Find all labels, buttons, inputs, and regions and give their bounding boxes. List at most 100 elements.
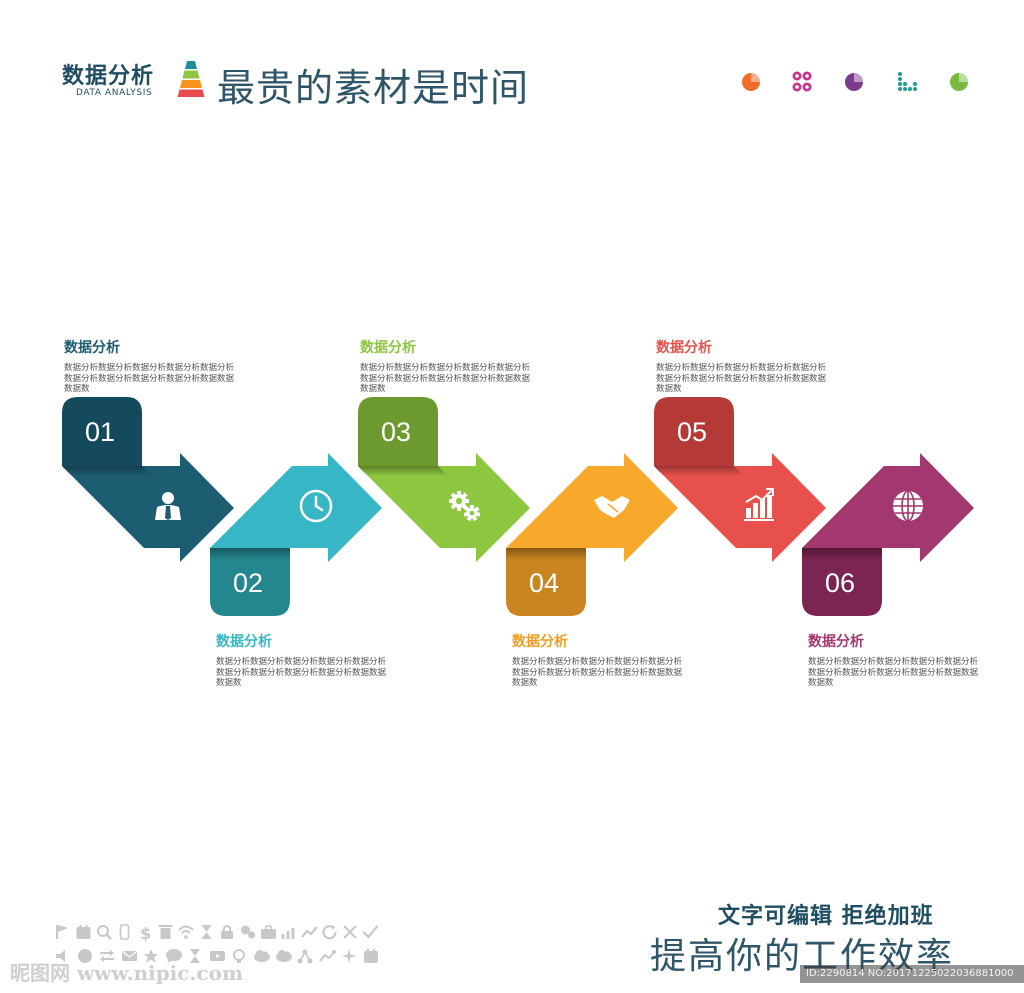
- clock-icon: [299, 489, 333, 523]
- fold-shadow: [654, 466, 744, 476]
- pie-chart-orange-icon: [742, 73, 760, 91]
- brand-title-cn: 数据分析: [62, 64, 155, 89]
- share-icon: [319, 950, 336, 962]
- speaker-icon: [56, 950, 65, 962]
- arrow-body: [506, 453, 678, 562]
- fold-shadow: [62, 466, 152, 476]
- svg-text:$: $: [140, 924, 151, 943]
- arrow-body: [62, 453, 234, 562]
- number-tab: [506, 548, 586, 616]
- step-arrow-01: 01: [62, 397, 234, 562]
- step-description: 数据分析数据分析数据分析数据分析数据分析数据分析数据分析数据分析数据分析数据数据…: [512, 657, 683, 688]
- bulb-icon: [233, 949, 245, 963]
- footer-slogan-1: 文字可编辑 拒绝加班: [718, 904, 934, 929]
- step-text-04: 数据分析数据分析数据分析数据分析数据分析数据分析数据分析数据分析数据分析数据分析…: [512, 631, 684, 689]
- handshake-icon: [594, 496, 630, 518]
- step-title: 数据分析: [360, 340, 416, 356]
- page-title: 最贵的素材是时间: [217, 66, 530, 110]
- close-icon: [343, 925, 357, 939]
- step-text-02: 数据分析数据分析数据分析数据分析数据分析数据分析数据分析数据分析数据分析数据分析…: [216, 631, 388, 689]
- star-icon: [144, 949, 158, 963]
- step-title: 数据分析: [216, 634, 272, 650]
- number-tab: [802, 548, 882, 616]
- fold-shadow: [802, 548, 882, 560]
- search-icon: [97, 925, 112, 940]
- trash-icon: [158, 925, 173, 939]
- calendar2-icon: [364, 949, 378, 963]
- step-number-03: 03: [381, 417, 411, 447]
- tv-icon: [210, 951, 225, 961]
- dollar-icon: $: [140, 924, 151, 943]
- gears-icon: [241, 925, 255, 939]
- wifi-icon: [178, 925, 194, 939]
- pie-chart-green-icon: [950, 73, 968, 91]
- trend-icon: [301, 926, 318, 938]
- network-icon: [297, 949, 313, 964]
- refresh-icon: [322, 925, 337, 940]
- cloud-up-icon: [254, 950, 270, 962]
- step-number-02: 02: [233, 568, 263, 598]
- growth-chart-icon: [744, 488, 774, 521]
- step-description: 数据分析数据分析数据分析数据分析数据分析数据分析数据分析数据分析数据分析数据数据…: [64, 363, 235, 394]
- mail-icon: [121, 950, 138, 961]
- bars-icon: [281, 928, 295, 939]
- step-arrow-06: 06: [802, 453, 974, 616]
- calendar-icon: [76, 925, 91, 939]
- globe-icon: [893, 490, 923, 522]
- flag-icon: [56, 925, 68, 939]
- step-text-01: 数据分析数据分析数据分析数据分析数据分析数据分析数据分析数据分析数据分析数据分析…: [64, 337, 236, 395]
- step-text-03: 数据分析数据分析数据分析数据分析数据分析数据分析数据分析数据分析数据分析数据分析…: [360, 337, 532, 395]
- number-tab: [210, 548, 290, 616]
- brand-title-en: DATA ANALYSIS: [76, 88, 153, 98]
- step-arrow-04: 04: [506, 453, 678, 616]
- step-title: 数据分析: [656, 340, 712, 356]
- arrow-body: [654, 453, 826, 562]
- watermark-id: ID:2290814 NO:20171225022036881000: [800, 965, 1024, 983]
- number-tab: [62, 397, 142, 466]
- pie-chart-purple-icon: [845, 73, 863, 91]
- fold-shadow: [506, 548, 586, 560]
- footer-icon-set: $: [56, 924, 379, 964]
- watermark-site: 昵图网 www.nipic.com: [10, 961, 244, 985]
- quad-circles-magenta-icon: [792, 71, 812, 92]
- bag-icon: [261, 925, 276, 939]
- step-title: 数据分析: [64, 340, 120, 356]
- arrow-body: [802, 453, 974, 562]
- arrow-body: [358, 453, 530, 562]
- step-title: 数据分析: [512, 634, 568, 650]
- step-number-01: 01: [85, 417, 115, 447]
- hourglass-icon: [201, 925, 212, 939]
- step-number-04: 04: [529, 568, 559, 598]
- number-tab: [654, 397, 734, 466]
- fold-shadow: [210, 548, 290, 560]
- step-arrow-02: 02: [210, 453, 382, 616]
- arrow-body: [210, 453, 382, 562]
- step-number-06: 06: [825, 568, 855, 598]
- fold-shadow: [358, 466, 448, 476]
- step-title: 数据分析: [808, 634, 864, 650]
- swap-icon: [100, 950, 114, 962]
- step-description: 数据分析数据分析数据分析数据分析数据分析数据分析数据分析数据分析数据分析数据数据…: [360, 363, 531, 394]
- phone-icon: [119, 924, 130, 940]
- globe-icon: [78, 949, 92, 963]
- pyramid-icon: [177, 61, 205, 97]
- dot-chart-teal-icon: [898, 72, 917, 91]
- step-description: 数据分析数据分析数据分析数据分析数据分析数据分析数据分析数据分析数据分析数据数据…: [808, 657, 979, 688]
- step-description: 数据分析数据分析数据分析数据分析数据分析数据分析数据分析数据分析数据分析数据数据…: [216, 657, 387, 688]
- cloud-down-icon: [276, 950, 292, 962]
- step-arrow-03: 03: [358, 397, 530, 562]
- lock-icon: [221, 925, 233, 939]
- hourglass2-icon: [190, 949, 200, 963]
- businessman-icon: [155, 492, 181, 520]
- step-description: 数据分析数据分析数据分析数据分析数据分析数据分析数据分析数据分析数据分析数据数据…: [656, 363, 827, 394]
- header-icon-row: [742, 71, 968, 92]
- gears-icon: [449, 491, 481, 522]
- step-arrow-05: 05: [654, 397, 826, 562]
- check-icon: [362, 925, 379, 939]
- chat-icon: [166, 949, 182, 963]
- step-text-06: 数据分析数据分析数据分析数据分析数据分析数据分析数据分析数据分析数据分析数据分析…: [808, 631, 980, 689]
- step-number-05: 05: [677, 417, 707, 447]
- step-text-05: 数据分析数据分析数据分析数据分析数据分析数据分析数据分析数据分析数据分析数据分析…: [656, 337, 828, 395]
- number-tab: [358, 397, 438, 466]
